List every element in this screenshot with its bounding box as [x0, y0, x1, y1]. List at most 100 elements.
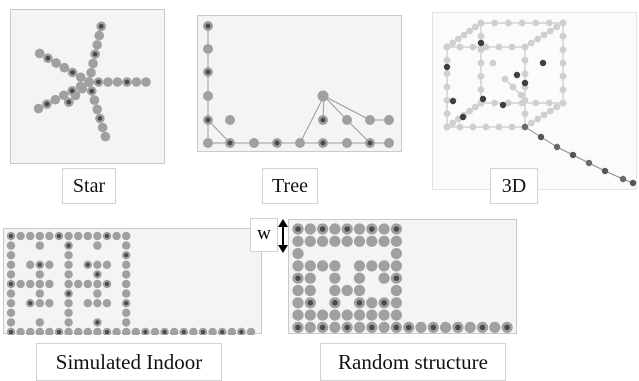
- node: [329, 309, 341, 321]
- node-marker: [98, 23, 104, 29]
- node-marker: [104, 281, 110, 287]
- node-marker: [393, 324, 400, 331]
- node: [304, 260, 316, 272]
- node: [329, 235, 341, 247]
- node: [341, 284, 353, 297]
- node-marker: [66, 99, 72, 105]
- node: [456, 123, 464, 131]
- node: [559, 19, 567, 27]
- node-marker: [37, 262, 42, 267]
- node: [93, 327, 102, 335]
- node-marker: [69, 88, 75, 94]
- node-marker: [45, 55, 51, 61]
- node: [546, 107, 554, 115]
- node: [513, 71, 521, 79]
- node: [304, 284, 316, 297]
- node-marker: [455, 324, 461, 331]
- node: [353, 272, 366, 284]
- node: [559, 72, 567, 80]
- node: [304, 223, 316, 235]
- node: [464, 321, 476, 333]
- node: [84, 77, 94, 87]
- node-marker: [8, 329, 14, 335]
- node: [64, 318, 73, 327]
- node: [317, 309, 329, 321]
- node: [482, 43, 490, 51]
- node: [83, 279, 93, 289]
- node-marker: [319, 324, 326, 331]
- node: [122, 270, 131, 279]
- node: [45, 299, 54, 308]
- node: [545, 19, 553, 27]
- node-marker: [143, 329, 148, 335]
- node-marker: [205, 69, 211, 75]
- node: [341, 235, 353, 247]
- 3d-topology-graph: [443, 19, 637, 187]
- node: [189, 327, 198, 335]
- node: [74, 279, 83, 289]
- node: [449, 119, 457, 127]
- star-topology-graph: [33, 21, 151, 142]
- node: [51, 58, 61, 68]
- node: [122, 231, 131, 241]
- node: [460, 31, 468, 39]
- node: [491, 19, 499, 27]
- edge: [207, 119, 231, 144]
- node: [477, 86, 485, 94]
- node: [112, 231, 121, 241]
- node: [390, 235, 402, 247]
- node: [64, 327, 73, 335]
- node: [521, 70, 529, 78]
- node: [103, 77, 113, 87]
- node: [208, 327, 217, 335]
- node: [540, 111, 548, 119]
- edge: [604, 170, 624, 180]
- node: [518, 99, 526, 107]
- node: [366, 235, 378, 247]
- node-marker: [28, 301, 33, 306]
- node: [94, 30, 105, 41]
- node: [341, 309, 353, 321]
- node-marker: [307, 300, 314, 306]
- node: [93, 279, 102, 289]
- edge: [346, 119, 371, 144]
- node-marker: [205, 23, 211, 29]
- node-marker: [479, 324, 486, 331]
- node: [366, 297, 378, 309]
- node: [534, 115, 542, 123]
- node: [553, 103, 561, 111]
- node-marker: [369, 226, 375, 232]
- node: [521, 123, 529, 131]
- node-marker: [124, 253, 129, 258]
- node: [64, 308, 73, 317]
- node: [440, 321, 452, 333]
- node: [317, 235, 329, 247]
- node: [353, 223, 366, 235]
- node: [545, 99, 553, 107]
- node: [246, 327, 256, 335]
- node: [86, 67, 96, 78]
- node-marker: [320, 140, 326, 146]
- node: [83, 327, 92, 335]
- node-marker: [124, 301, 129, 306]
- node: [477, 19, 485, 27]
- node: [479, 95, 487, 103]
- node: [304, 272, 316, 284]
- node-marker: [97, 115, 103, 121]
- node: [131, 327, 140, 335]
- node-marker: [393, 226, 400, 232]
- simulated-indoor-caption: Simulated Indoor: [36, 343, 222, 381]
- node: [329, 321, 341, 333]
- node: [64, 270, 73, 279]
- node: [58, 90, 69, 101]
- node: [93, 289, 102, 298]
- tree-caption: Tree: [262, 168, 318, 204]
- node: [532, 99, 540, 107]
- node: [6, 270, 16, 279]
- node: [16, 327, 25, 335]
- node: [170, 327, 179, 335]
- node: [342, 115, 352, 125]
- node: [378, 223, 390, 235]
- node-marker: [8, 233, 14, 239]
- node: [471, 103, 479, 111]
